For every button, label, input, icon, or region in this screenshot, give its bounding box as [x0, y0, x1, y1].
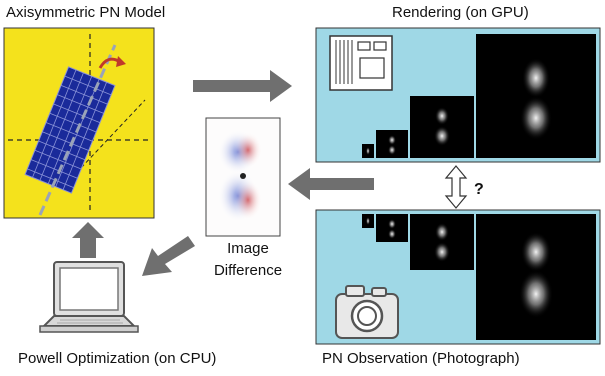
- rotate-arrow-icon: [98, 56, 126, 69]
- powell-title: Powell Optimization (on CPU): [18, 350, 217, 367]
- arrow-to-difference: [288, 168, 374, 200]
- arrow-to-model: [72, 222, 104, 258]
- rendering-title: Rendering (on GPU): [392, 4, 529, 21]
- observation-panel: [315, 209, 601, 345]
- rendering-panel: [315, 27, 601, 163]
- model-panel: [3, 27, 155, 219]
- compare-question-mark: ?: [474, 181, 484, 198]
- double-arrow-icon: [444, 165, 468, 209]
- image-difference-line1: Image: [227, 240, 269, 257]
- image-difference-image: [205, 117, 281, 237]
- arrow-to-rendering: [193, 70, 292, 102]
- image-difference-label: Image Difference: [208, 238, 288, 282]
- image-difference-line2: Difference: [213, 262, 283, 279]
- arrow-to-laptop: [142, 236, 195, 276]
- laptop-icon: [39, 261, 139, 333]
- camera-icon: [335, 285, 399, 339]
- observation-title: PN Observation (Photograph): [322, 350, 520, 367]
- model-title: Axisymmetric PN Model: [6, 4, 166, 21]
- gpu-chip-icon: [329, 35, 393, 91]
